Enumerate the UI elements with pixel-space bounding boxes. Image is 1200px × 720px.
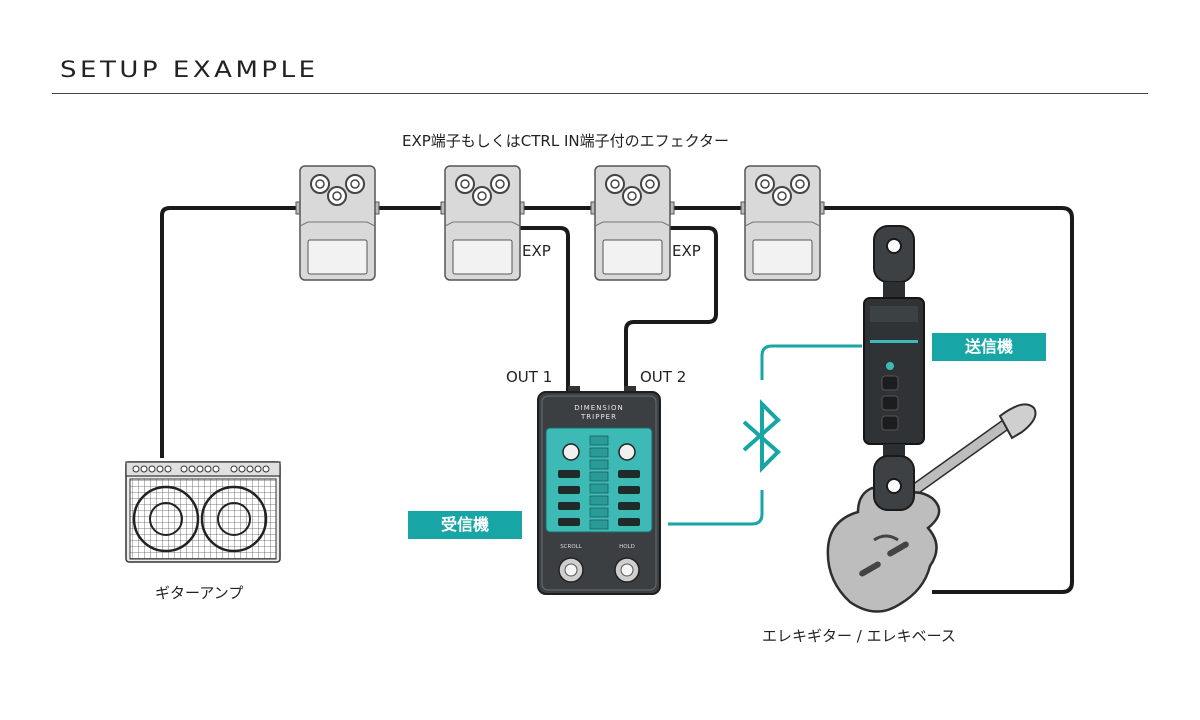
exp-label-2: EXP bbox=[672, 242, 701, 260]
effect-pedal-3 bbox=[590, 165, 675, 281]
transmitter-unit bbox=[863, 225, 925, 511]
electric-guitar bbox=[826, 403, 1037, 613]
cables bbox=[160, 206, 1074, 594]
cable-out1-exp bbox=[520, 226, 570, 392]
bluetooth-icon bbox=[742, 399, 781, 473]
cable-pedal4-to-guitar bbox=[820, 206, 1074, 594]
wireless-link bbox=[668, 344, 862, 526]
receiver-brand-line2: TRIPPER bbox=[580, 413, 617, 421]
receiver-switch-left-label: SCROLL bbox=[560, 544, 583, 550]
amp-label: ギターアンプ bbox=[155, 584, 244, 602]
exp-label-1: EXP bbox=[522, 242, 551, 260]
footswitch-right bbox=[614, 557, 640, 583]
cable-amp-to-pedal1 bbox=[160, 206, 300, 458]
cable-out2-exp bbox=[624, 226, 718, 392]
receiver-switch-right-label: HOLD bbox=[619, 544, 635, 550]
title-divider bbox=[52, 93, 1148, 94]
effects-label: EXP端子もしくはCTRL IN端子付のエフェクター bbox=[402, 132, 730, 150]
out-label-2: OUT 2 bbox=[640, 368, 687, 386]
section-title: SETUP EXAMPLE bbox=[60, 58, 319, 83]
guitar-amp bbox=[125, 461, 281, 563]
effect-pedal-1 bbox=[295, 165, 380, 281]
out-label-1: OUT 1 bbox=[506, 368, 553, 386]
effect-pedal-2 bbox=[440, 165, 525, 281]
guitar-label: エレキギター / エレキベース bbox=[762, 627, 956, 645]
receiver-brand-line1: DIMENSION bbox=[574, 404, 623, 412]
receiver-badge: 受信機 bbox=[408, 511, 522, 539]
footswitch-left bbox=[558, 557, 584, 583]
effect-pedal-4 bbox=[740, 165, 825, 281]
receiver-unit: DIMENSION TRIPPER SCROLL HOLD bbox=[537, 386, 661, 595]
transmitter-badge: 送信機 bbox=[932, 333, 1046, 361]
